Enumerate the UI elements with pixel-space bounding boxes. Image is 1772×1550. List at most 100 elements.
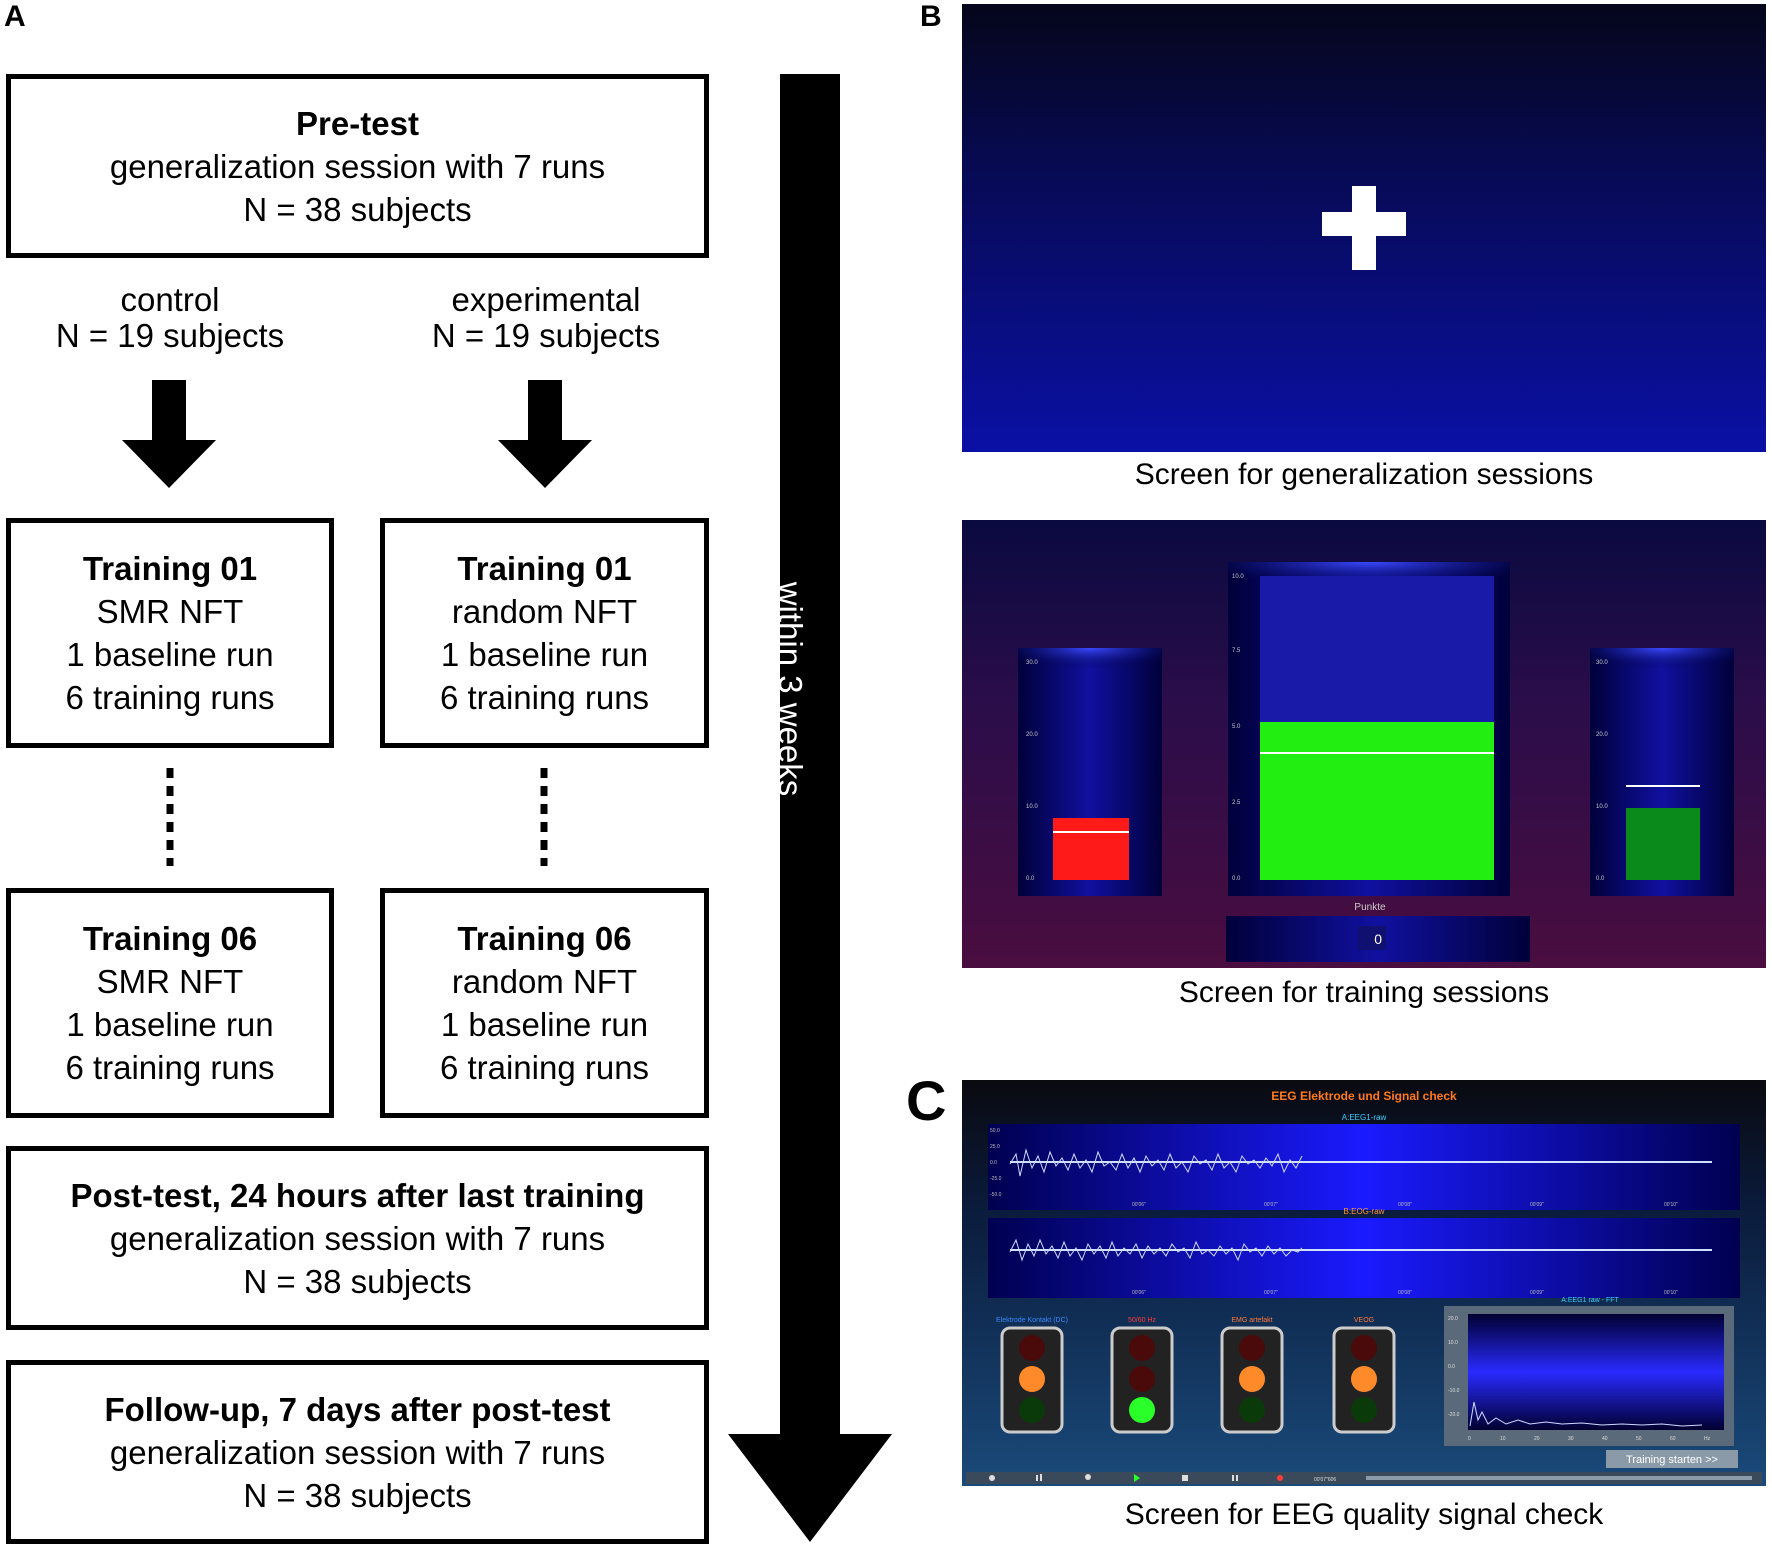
control-training-06-box: Training 06 SMR NFT 1 baseline run 6 tra… — [6, 888, 334, 1118]
fft-y-0: 20.0 — [1448, 1316, 1458, 1322]
fft-x-7: Hz — [1704, 1436, 1711, 1442]
center-bar — [1260, 722, 1494, 880]
right-gauge: 30.0 20.0 10.0 0.0 — [1590, 648, 1734, 896]
followup-n: N = 38 subjects — [243, 1476, 472, 1514]
fft-y-1: 10.0 — [1448, 1340, 1458, 1346]
exp-t01-baseline: 1 baseline run — [440, 636, 649, 673]
points-value: 0 — [1374, 931, 1382, 947]
ch2-time-4: 00'10" — [1664, 1290, 1678, 1296]
exp-t06-runs: 6 training runs — [439, 1049, 650, 1086]
experimental-training-01-box: Training 01 random NFT 1 baseline run 6 … — [380, 518, 709, 748]
ch1-amp-1: 25.0 — [990, 1144, 1000, 1150]
timeline-label: within 3 weeks — [772, 581, 809, 797]
stop-icon[interactable] — [1182, 1475, 1188, 1481]
center-gauge: 10.0 7.5 5.0 2.5 0.0 — [1228, 562, 1510, 896]
pause-icon[interactable] — [1232, 1475, 1234, 1481]
ch1-time-4: 00'10" — [1664, 1202, 1678, 1208]
left-tick-2: 10.0 — [1026, 804, 1038, 810]
settings-icon[interactable] — [989, 1475, 995, 1481]
control-group-label: control N = 19 subjects — [20, 282, 320, 354]
center-tick-1: 7.5 — [1232, 648, 1241, 654]
control-t06-method: SMR NFT — [96, 963, 244, 1000]
exp-t01-title: Training 01 — [457, 550, 632, 587]
experimental-label: experimental — [451, 281, 641, 318]
play-icon[interactable] — [1134, 1474, 1140, 1482]
fft-y-4: -20.0 — [1448, 1412, 1460, 1418]
fft-y-3: -10.0 — [1448, 1388, 1460, 1394]
ch1-amp-0: 50.0 — [990, 1128, 1000, 1134]
fft-title: A:EEG1 raw - FFT — [1561, 1297, 1619, 1304]
pretest-desc: generalization session with 7 runs — [109, 147, 606, 185]
traffic-light-3 — [1332, 1326, 1396, 1434]
ch1-amp-3: -25.0 — [990, 1176, 1002, 1182]
ch1-amp-2: 0.0 — [990, 1160, 997, 1166]
pretest-box: Pre-test generalization session with 7 r… — [6, 74, 709, 258]
timeline-arrow — [728, 74, 892, 1542]
channel2-trace-panel — [988, 1218, 1740, 1298]
generalization-screen — [962, 4, 1766, 452]
ch2-time-2: 00'08" — [1398, 1290, 1412, 1296]
center-tick-0: 10.0 — [1232, 574, 1244, 580]
control-down-arrow — [122, 380, 216, 488]
center-tick-2: 5.0 — [1232, 724, 1241, 730]
posttest-desc: generalization session with 7 runs — [109, 1219, 606, 1257]
experimental-down-arrow — [498, 380, 592, 488]
channel1-trace-panel — [988, 1124, 1740, 1210]
left-gauge: 30.0 20.0 10.0 0.0 — [1018, 648, 1162, 896]
training-start-button[interactable]: Training starten >> — [1606, 1450, 1738, 1468]
posttest-box: Post-test, 24 hours after last training … — [6, 1146, 709, 1330]
pretest-n: N = 38 subjects — [243, 190, 472, 228]
light-label-0: Elektrode Kontakt (DC) — [996, 1317, 1068, 1324]
right-tick-0: 30.0 — [1596, 660, 1608, 666]
eeg-title: EEG Elektrode und Signal check — [1271, 1089, 1457, 1103]
generalization-caption: Screen for generalization sessions — [1134, 458, 1594, 491]
panel-letter-c: C — [906, 1069, 947, 1132]
fft-x-0: 0 — [1468, 1436, 1471, 1442]
traffic-light-0 — [1000, 1326, 1064, 1434]
left-tick-0: 30.0 — [1026, 660, 1038, 666]
ch1-time-1: 00'07" — [1264, 1202, 1278, 1208]
light-label-1: 50/60 Hz — [1128, 1317, 1157, 1324]
pretest-title: Pre-test — [296, 104, 419, 142]
center-tick-4: 0.0 — [1232, 876, 1241, 882]
control-n: N = 19 subjects — [55, 317, 285, 354]
right-tick-2: 10.0 — [1596, 804, 1608, 810]
fft-x-5: 50 — [1636, 1436, 1642, 1442]
control-t01-baseline: 1 baseline run — [66, 636, 274, 673]
playback-control-bar — [966, 1472, 1762, 1484]
stats-icon[interactable] — [1036, 1475, 1038, 1481]
control-t01-method: SMR NFT — [96, 593, 244, 630]
posttest-title: Post-test, 24 hours after last training — [70, 1176, 645, 1214]
training-start-label: Training starten >> — [1626, 1454, 1718, 1466]
ch1-time-2: 00'08" — [1398, 1202, 1412, 1208]
channel1-label: A:EEG1-raw — [1342, 1113, 1387, 1122]
record-icon[interactable] — [1277, 1475, 1283, 1481]
control-training-01-box: Training 01 SMR NFT 1 baseline run 6 tra… — [6, 518, 334, 748]
control-t06-title: Training 06 — [82, 920, 258, 957]
left-tick-1: 20.0 — [1026, 732, 1038, 738]
right-tick-3: 0.0 — [1596, 876, 1605, 882]
fft-y-2: 0.0 — [1448, 1364, 1455, 1370]
center-tick-3: 2.5 — [1232, 800, 1241, 806]
channel1-trace — [1009, 1148, 1303, 1177]
panel-letter-a: A — [4, 0, 26, 33]
ch2-time-3: 00'09" — [1530, 1290, 1544, 1296]
marker-icon[interactable] — [1085, 1474, 1091, 1480]
fft-x-3: 30 — [1568, 1436, 1574, 1442]
traffic-light-2 — [1220, 1326, 1284, 1434]
time-readout: 00'07"606 — [1314, 1477, 1336, 1483]
exp-t06-title: Training 06 — [457, 920, 632, 957]
experimental-training-06-box: Training 06 random NFT 1 baseline run 6 … — [380, 888, 709, 1118]
traffic-light-1 — [1110, 1326, 1174, 1434]
ch1-time-3: 00'09" — [1530, 1202, 1544, 1208]
control-label: control — [120, 281, 220, 318]
fft-x-6: 60 — [1670, 1436, 1676, 1442]
control-t01-runs: 6 training runs — [65, 679, 275, 716]
followup-box: Follow-up, 7 days after post-test genera… — [6, 1360, 709, 1544]
followup-desc: generalization session with 7 runs — [109, 1433, 606, 1471]
ch1-time-0: 00'06" — [1132, 1202, 1146, 1208]
progress-slider[interactable] — [1366, 1476, 1752, 1480]
ch2-time-1: 00'07" — [1264, 1290, 1278, 1296]
playback-icons — [989, 1474, 1283, 1482]
experimental-dots — [540, 768, 548, 866]
